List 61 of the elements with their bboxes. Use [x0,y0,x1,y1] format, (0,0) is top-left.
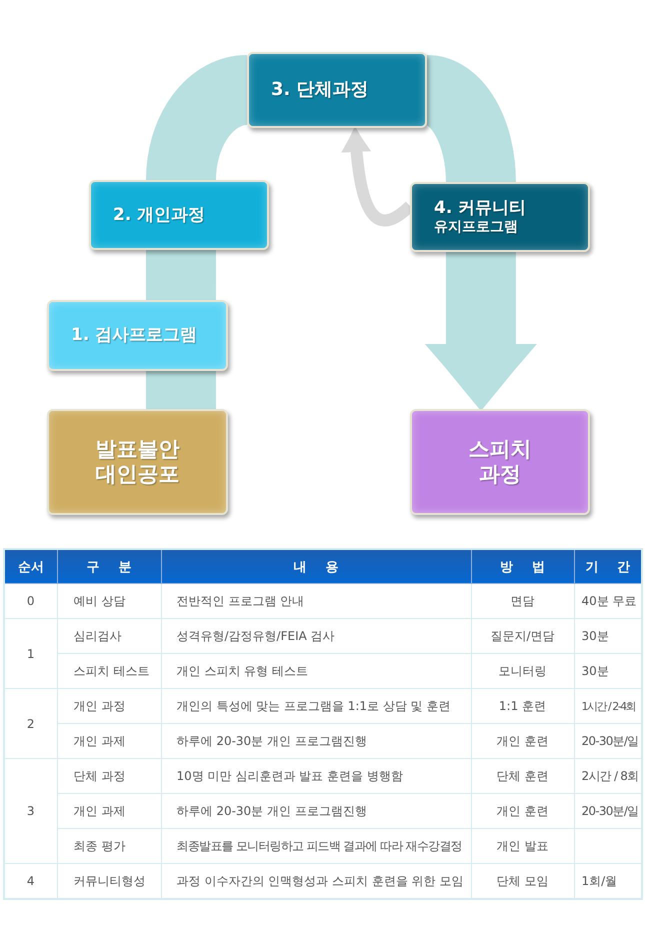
duration-text: 1시간 / 2-4회 [582,698,636,714]
method-text: 질문지/면담 [490,628,555,644]
content-text: 개인의 특성에 맞는 프로그램을 1:1로 상담 및 훈련 [176,698,451,714]
band-connector [146,250,216,300]
category-name: 커뮤니티형성 [74,872,146,890]
column-header: 순서 [4,549,57,584]
duration-text: 30분 [582,662,609,680]
column-header: 방 법 [471,549,574,584]
method-text: 1:1 훈련 [498,698,546,714]
content-text: 하루에 20-30분 개인 프로그램진행 [176,802,367,820]
category-name: 개인 과제 [74,732,126,750]
category-name: 개인 과정 [74,698,126,714]
step-box [410,182,590,252]
box-label: 스피치 과정 [468,436,532,488]
content-text: 개인 스피치 유형 테스트 [176,662,308,680]
category-name: 심리검사 [74,628,122,644]
duration-text: 30분 [582,628,609,644]
content-text: 과정 이수자간의 인맥형성과 스피치 훈련을 위한 모임 [176,872,464,890]
column-header: 기 간 [574,549,642,584]
box-label: 4. 커뮤니티 [434,198,526,219]
content-text: 전반적인 프로그램 안내 [176,592,304,610]
category-name: 예비 상담 [74,592,126,610]
duration-text: 1회/월 [582,872,618,890]
column-header: 내 용 [161,549,471,584]
box-label: 1. 검사프로그램 [71,325,198,346]
method-text: 단체 모임 [496,872,548,890]
duration-text: 2시간 / 8회 [582,768,638,784]
category-name: 최종 평가 [74,838,126,854]
box-label: 2. 개인과정 [113,204,206,226]
method-text: 면담 [510,592,534,610]
band-arrow [424,252,537,409]
method-text: 단체 훈련 [496,768,548,784]
content-text: 하루에 20-30분 개인 프로그램진행 [176,732,367,750]
category-name: 개인 과제 [74,802,126,820]
category-name: 스피치 테스트 [74,662,150,680]
method-text: 모니터링 [498,662,546,680]
step-number: 1 [26,646,35,660]
duration-text: 40분 무료 [582,592,637,610]
step-number: 3 [26,804,35,818]
content-text: 10명 미만 심리훈련과 발표 훈련을 병행함 [176,768,403,784]
step-box [89,180,269,250]
box-label: 발표불안 대인공포 [96,436,180,488]
step-number: 4 [26,874,35,888]
column-header: 구 분 [57,549,161,584]
method-text: 개인 훈련 [496,802,548,820]
category-name: 단체 과정 [74,768,126,784]
content-text: 최종발표를 모니터링하고 피드백 결과에 따라 재수강결정 [176,838,462,854]
content-text: 성격유형/감정유형/FEIA 검사 [176,628,335,644]
duration-text: 20-30분/일 [582,802,638,820]
goal-box [410,409,590,515]
step-number: 2 [26,716,35,730]
method-text: 개인 발표 [496,838,548,854]
duration-text: 20-30분/일 [582,732,638,750]
box-sublabel: 유지프로그램 [434,218,518,236]
box-label: 3. 단체과정 [271,79,369,101]
step-box [47,300,228,371]
step-box [247,52,427,128]
band-connector [146,55,250,182]
step-number: 0 [26,594,35,608]
problem-box [47,409,228,515]
method-text: 개인 훈련 [496,732,548,750]
